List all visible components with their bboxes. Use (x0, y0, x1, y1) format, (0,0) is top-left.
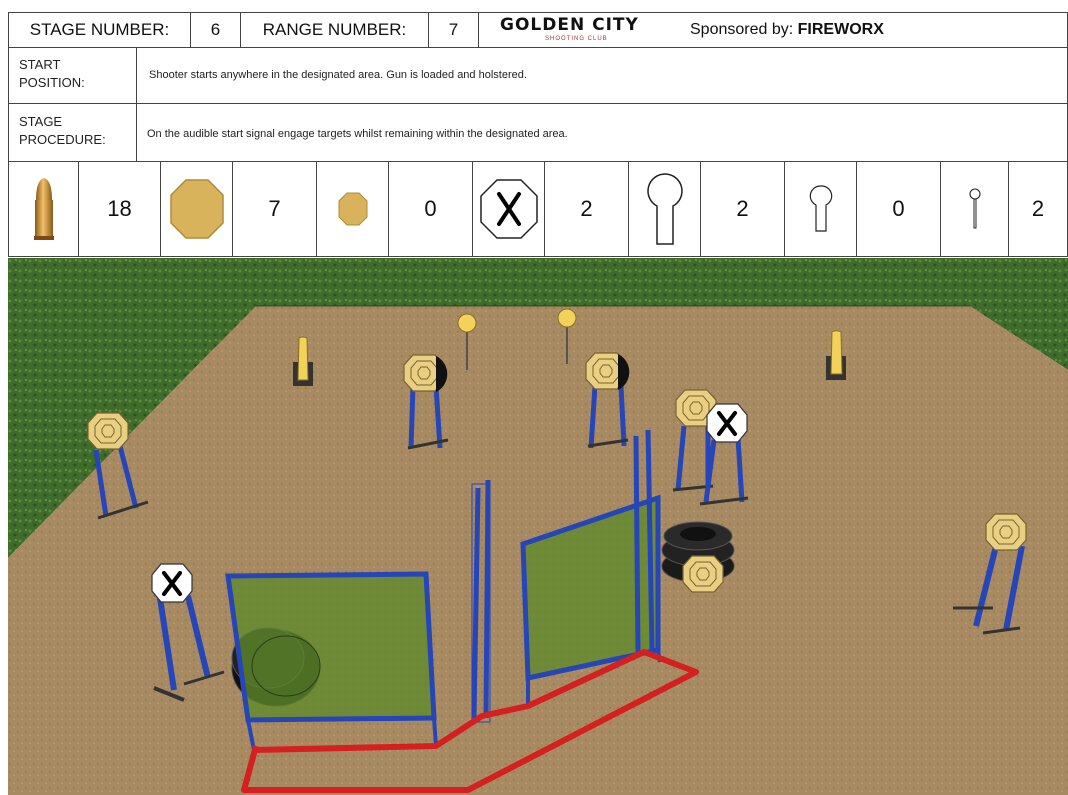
large-plate-count: 7 (268, 196, 280, 222)
stage-procedure-label: STAGE PROCEDURE: (19, 113, 106, 149)
header-row: STAGE NUMBER: 6 RANGE NUMBER: 7 GOLDEN C… (8, 12, 1068, 48)
target-count-row: 18 7 0 2 (8, 161, 1068, 257)
stage-procedure-text: On the audible start signal engage targe… (147, 128, 568, 140)
large-popper-count: 2 (736, 196, 748, 222)
small-popper-icon-cell (941, 162, 1009, 256)
sponsor-name: FIREWORX (798, 21, 884, 38)
small-popper-count-cell: 2 (1009, 162, 1067, 256)
stage-layout-illustration (8, 258, 1068, 795)
stage-number-cell: 6 (191, 13, 241, 47)
medium-popper-icon (809, 185, 833, 233)
stage-number-value: 6 (211, 20, 220, 40)
no-shoot-icon-cell (473, 162, 545, 256)
no-shoot-count: 2 (580, 196, 592, 222)
no-shoot-count-cell: 2 (545, 162, 629, 256)
sponsor-text: Sponsored by: FIREWORX (690, 21, 884, 39)
stage-number-label-cell: STAGE NUMBER: (9, 13, 191, 47)
medium-popper-count-cell: 0 (857, 162, 941, 256)
small-popper-icon (967, 188, 983, 230)
range-number-value: 7 (449, 20, 458, 40)
large-popper-icon (645, 172, 685, 246)
small-plate-target-icon (338, 192, 368, 226)
small-popper-count: 2 (1032, 196, 1044, 222)
start-position-row: START POSITION: Shooter starts anywhere … (8, 47, 1068, 104)
bullet-count-cell: 18 (79, 162, 161, 256)
stage-procedure-label-line1: STAGE (19, 113, 106, 131)
start-position-label-line2: POSITION: (19, 74, 85, 92)
large-plate-count-cell: 7 (233, 162, 317, 256)
start-position-label-line1: START (19, 56, 85, 74)
medium-popper-icon-cell (785, 162, 857, 256)
bullet-icon (29, 176, 59, 242)
small-plate-icon-cell (317, 162, 389, 256)
club-logo-subtext: SHOOTING CLUB (545, 36, 608, 42)
club-logo: GOLDEN CITY SHOOTING CLUB (497, 15, 667, 45)
small-plate-count-cell: 0 (389, 162, 473, 256)
club-logo-text: GOLDEN CITY (500, 15, 639, 35)
start-position-text: Shooter starts anywhere in the designate… (149, 69, 527, 81)
small-plate-count: 0 (424, 196, 436, 222)
bullet-icon-cell (9, 162, 79, 256)
large-plate-icon-cell (161, 162, 233, 256)
no-shoot-target-icon (479, 178, 539, 240)
range-number-label: RANGE NUMBER: (263, 20, 407, 40)
stage-procedure-label-line2: PROCEDURE: (19, 131, 106, 149)
stage-number-label: STAGE NUMBER: (30, 20, 169, 40)
range-number-cell: 7 (429, 13, 479, 47)
range-number-label-cell: RANGE NUMBER: (241, 13, 429, 47)
medium-popper-count: 0 (892, 196, 904, 222)
start-position-label: START POSITION: (19, 56, 85, 92)
bullet-count: 18 (107, 196, 131, 222)
large-plate-target-icon (169, 178, 225, 240)
large-popper-count-cell: 2 (701, 162, 785, 256)
large-popper-icon-cell (629, 162, 701, 256)
sponsor-prefix: Sponsored by: (690, 21, 793, 38)
stage-procedure-row: STAGE PROCEDURE: On the audible start si… (8, 103, 1068, 162)
